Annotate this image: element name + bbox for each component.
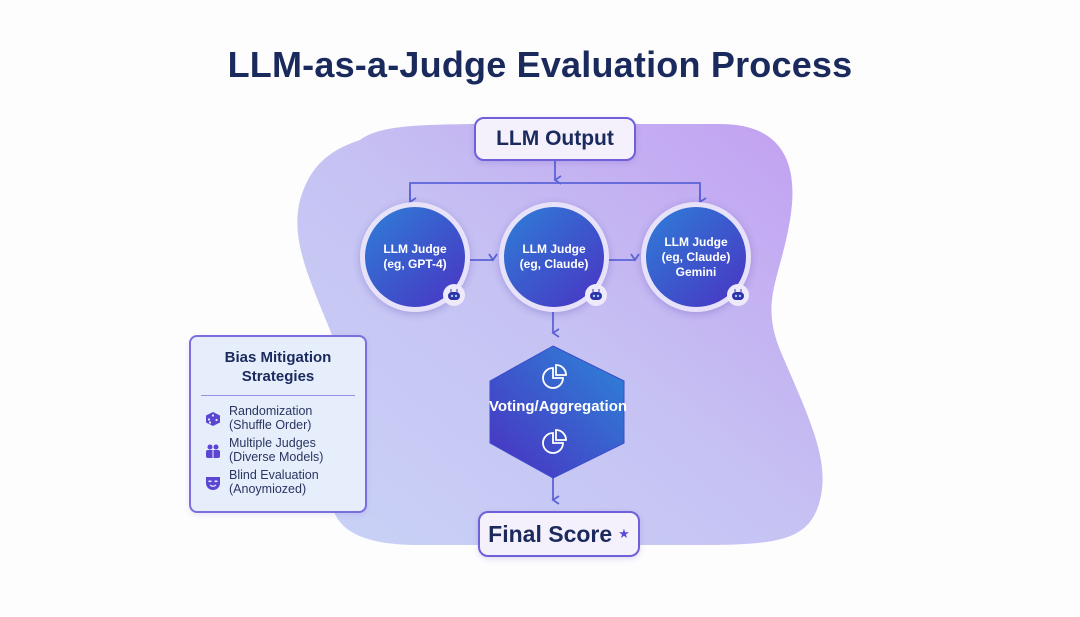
- llm-output-node: LLM Output: [474, 117, 636, 161]
- bias-title-line2: Strategies: [241, 368, 315, 385]
- bias-mitigation-panel: Bias Mitigation Strategies Randomization…: [189, 335, 367, 513]
- judge-label: LLM Judge: [383, 242, 447, 256]
- bias-item-title: Randomization: [229, 404, 313, 418]
- bias-item-blind-evaluation: Blind Evaluation (Anoymiozed): [205, 468, 365, 496]
- judge-label: LLM Judge: [522, 242, 586, 256]
- robot-icon: [585, 284, 607, 306]
- page-title: LLM-as-a-Judge Evaluation Process: [227, 44, 853, 85]
- robot-icon: [727, 284, 749, 306]
- final-score-label: Final Score: [488, 520, 613, 547]
- dice-icon: [206, 412, 220, 426]
- star-icon: ★: [618, 526, 630, 541]
- bias-item-randomization: Randomization (Shuffle Order): [205, 404, 365, 432]
- judge-node-gpt4: LLM Judge (eg, GPT-4): [360, 202, 470, 312]
- voting-aggregation-label: Voting/Aggregation: [489, 398, 628, 415]
- background-blob: [297, 124, 823, 545]
- judge-example-extra: Gemini: [675, 264, 717, 279]
- robot-icon: [443, 284, 465, 306]
- bias-item-multiple-judges: Multiple Judges (Diverse Models): [205, 436, 365, 464]
- judge-example: (eg, Claude): [519, 257, 589, 271]
- voting-aggregation-node: [489, 345, 625, 479]
- bias-item-title: Blind Evaluation: [229, 468, 319, 482]
- judges-group-icon: [206, 444, 220, 458]
- bias-item-title: Multiple Judges: [229, 436, 316, 450]
- judge-example: (eg, GPT-4): [383, 257, 447, 271]
- connector-output-to-judges: [408, 157, 707, 505]
- bias-item-detail: (Diverse Models): [229, 450, 324, 464]
- mask-icon: [206, 477, 220, 490]
- bias-title-line1: Bias Mitigation: [224, 349, 332, 366]
- judge-node-gemini: LLM Judge (eg, Claude) Gemini: [641, 202, 751, 312]
- final-score-node: Final Score ★: [478, 511, 640, 557]
- judge-label: LLM Judge: [664, 234, 728, 249]
- llm-output-label: LLM Output: [496, 127, 614, 150]
- pie-chart-icon: [542, 364, 567, 389]
- bias-panel-title: Bias Mitigation Strategies: [191, 348, 365, 386]
- divider: [201, 395, 355, 396]
- bias-item-detail: (Anoymiozed): [229, 482, 307, 496]
- bias-item-detail: (Shuffle Order): [229, 418, 312, 432]
- judge-example: (eg, Claude): [661, 249, 731, 264]
- pie-chart-icon: [542, 429, 567, 454]
